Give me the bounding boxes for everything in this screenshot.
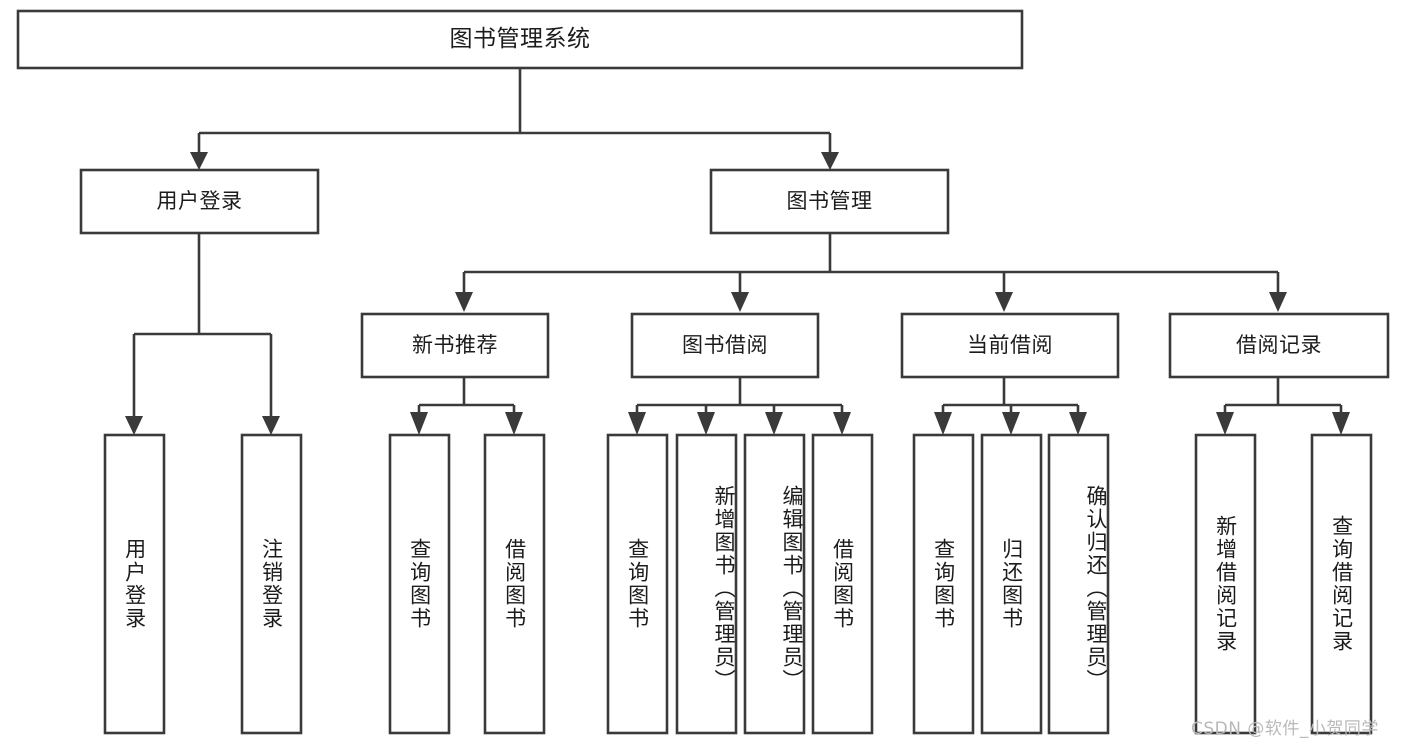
node-box-leaf-add-record[interactable]	[1194, 433, 1257, 735]
arrowhead-book-borrow	[731, 292, 749, 312]
node-box-leaf-query-book-3[interactable]	[912, 433, 975, 735]
node-box-current-borrow[interactable]	[900, 312, 1120, 379]
arrowhead-borrow-record	[1269, 292, 1287, 312]
connector-group-current-borrow	[934, 377, 1087, 435]
node-box-leaf-return-book[interactable]	[980, 433, 1043, 735]
node-box-leaf-query-record[interactable]	[1310, 433, 1373, 735]
connector-group-book-manage	[455, 233, 1287, 312]
arrowhead-book-manage	[821, 152, 839, 170]
node-box-leaf-query-book-2[interactable]	[606, 433, 669, 735]
arrowhead-leaf-add-book	[697, 412, 715, 435]
node-box-leaf-borrow-book-2[interactable]	[811, 433, 874, 735]
node-box-book-manage[interactable]	[709, 168, 950, 235]
arrowhead-leaf-query-book-3	[934, 412, 952, 435]
arrowhead-leaf-user-logout	[262, 416, 280, 435]
node-box-user-login[interactable]	[79, 168, 320, 235]
node-box-borrow-record[interactable]	[1168, 312, 1390, 379]
arrowhead-current-borrow	[995, 292, 1013, 312]
node-box-new-book-rec[interactable]	[360, 312, 550, 379]
arrowhead-leaf-query-book-1	[410, 412, 428, 435]
arrowhead-new-book-rec	[455, 292, 473, 312]
connector-group-book-borrow	[628, 377, 851, 435]
node-box-leaf-user-logout[interactable]	[240, 433, 303, 735]
arrowhead-leaf-borrow-book-2	[833, 412, 851, 435]
arrowhead-user-login	[190, 152, 208, 170]
connector-group-user-login	[125, 233, 280, 435]
node-box-leaf-user-login[interactable]	[103, 433, 166, 735]
connector-group-root	[190, 68, 839, 170]
arrowhead-leaf-query-record	[1332, 412, 1350, 435]
node-box-leaf-borrow-book-1[interactable]	[483, 433, 546, 735]
connector-group-borrow-record	[1216, 377, 1350, 435]
node-box-root[interactable]	[16, 9, 1024, 70]
arrowhead-leaf-user-login	[125, 416, 143, 435]
arrowhead-leaf-confirm-return	[1069, 412, 1087, 435]
arrowhead-leaf-return-book	[1002, 412, 1020, 435]
node-box-leaf-confirm-return[interactable]	[1047, 433, 1110, 735]
arrowhead-leaf-edit-book	[765, 412, 783, 435]
arrowhead-leaf-query-book-2	[628, 412, 646, 435]
node-box-leaf-edit-book[interactable]	[743, 433, 806, 735]
node-box-book-borrow[interactable]	[630, 312, 820, 379]
node-box-leaf-query-book-1[interactable]	[388, 433, 451, 735]
node-box-leaf-add-book[interactable]	[675, 433, 738, 735]
arrowhead-leaf-borrow-book-1	[505, 412, 523, 435]
connector-group-new-book-rec	[410, 377, 523, 435]
arrowhead-leaf-add-record	[1216, 412, 1234, 435]
